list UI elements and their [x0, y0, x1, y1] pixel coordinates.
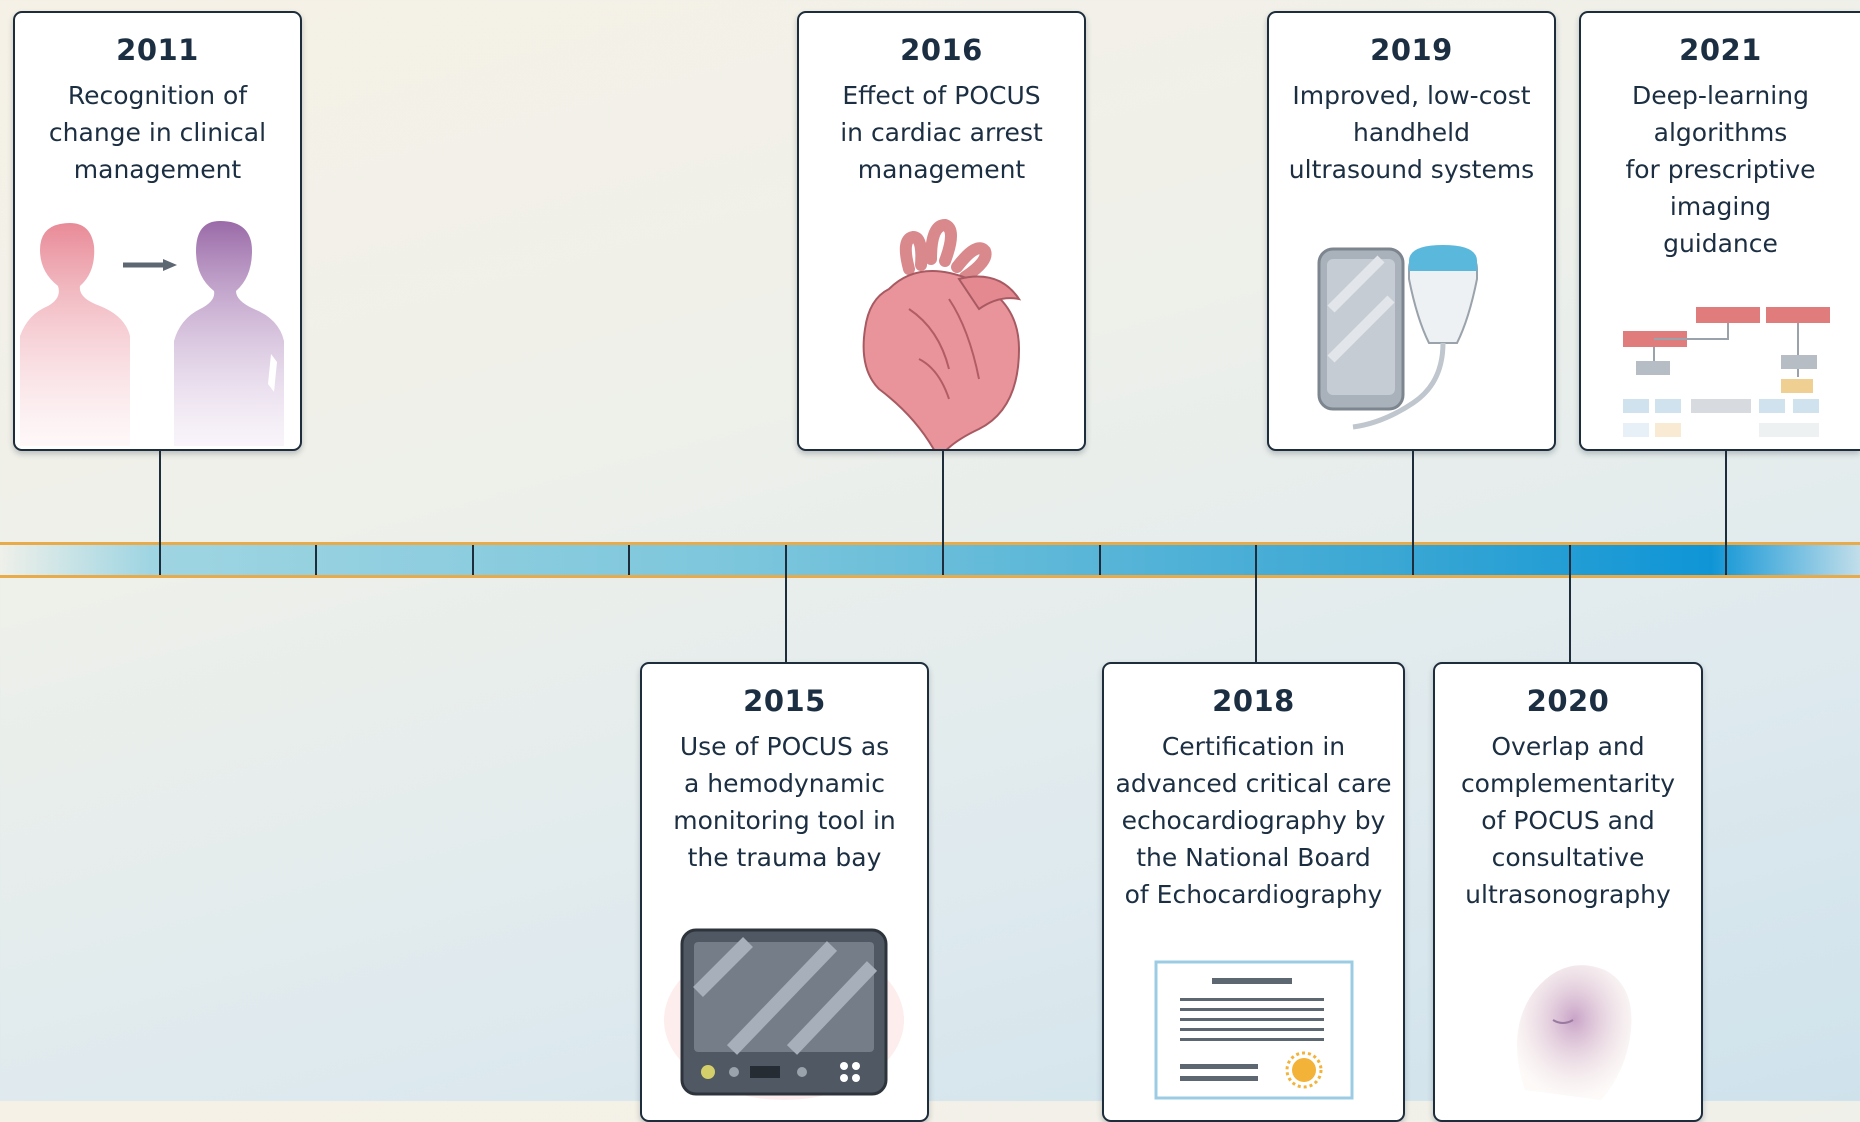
- handheld-ultrasound-icon: [1317, 245, 1478, 430]
- event-year: 2021: [1679, 33, 1762, 67]
- connector-2016: [942, 450, 944, 575]
- event-card-2018: 2018 Certification in advanced critical …: [1102, 662, 1405, 1122]
- connector-2019: [1412, 450, 1414, 575]
- event-year: 2016: [900, 33, 983, 67]
- event-year: 2018: [1212, 684, 1295, 718]
- timeline-tick: [315, 545, 317, 575]
- monitor-icon: [664, 928, 904, 1100]
- patient-clinician-icon: [20, 221, 284, 446]
- event-description: Deep-learning algorithms for prescriptiv…: [1625, 81, 1816, 258]
- event-year: 2020: [1526, 684, 1610, 718]
- event-year: 2011: [116, 33, 199, 67]
- event-card-2011: 2011 Recognition of change in clinical m…: [13, 11, 302, 451]
- heart-icon: [862, 219, 1022, 449]
- timeline-bar: [0, 542, 1860, 578]
- event-year: 2019: [1370, 33, 1453, 67]
- connector-2021: [1725, 450, 1727, 575]
- flowchart-icon: [1623, 307, 1830, 437]
- event-description: Effect of POCUS in cardiac arrest manage…: [840, 81, 1043, 184]
- connector-2020: [1569, 545, 1571, 663]
- event-year: 2015: [743, 684, 826, 718]
- connector-2015: [785, 545, 787, 663]
- event-card-2016: 2016 Effect of POCUS in cardiac arrest m…: [797, 11, 1086, 451]
- event-description: Improved, low-cost handheld ultrasound s…: [1288, 81, 1535, 184]
- timeline-tick: [628, 545, 630, 575]
- certificate-icon: [1154, 960, 1354, 1100]
- event-card-2019: 2019 Improved, low-cost handheld ultraso…: [1267, 11, 1556, 451]
- event-description: Use of POCUS as a hemodynamic monitoring…: [673, 732, 896, 872]
- event-description: Recognition of change in clinical manage…: [48, 81, 267, 184]
- face-icon: [1517, 965, 1632, 1100]
- timeline-tick: [1099, 545, 1101, 575]
- event-card-2015: 2015 Use of POCUS as a hemodynamic monit…: [640, 662, 929, 1122]
- event-description: Overlap and complementarity of POCUS and…: [1460, 732, 1676, 909]
- connector-2018: [1255, 545, 1257, 663]
- event-description: Certification in advanced critical care …: [1115, 732, 1392, 909]
- event-card-2020: 2020 Overlap and complementarity of POCU…: [1433, 662, 1703, 1122]
- timeline-tick: [472, 545, 474, 575]
- event-card-2021: 2021 Deep-learning algorithms for prescr…: [1579, 11, 1860, 451]
- connector-2011: [159, 450, 161, 575]
